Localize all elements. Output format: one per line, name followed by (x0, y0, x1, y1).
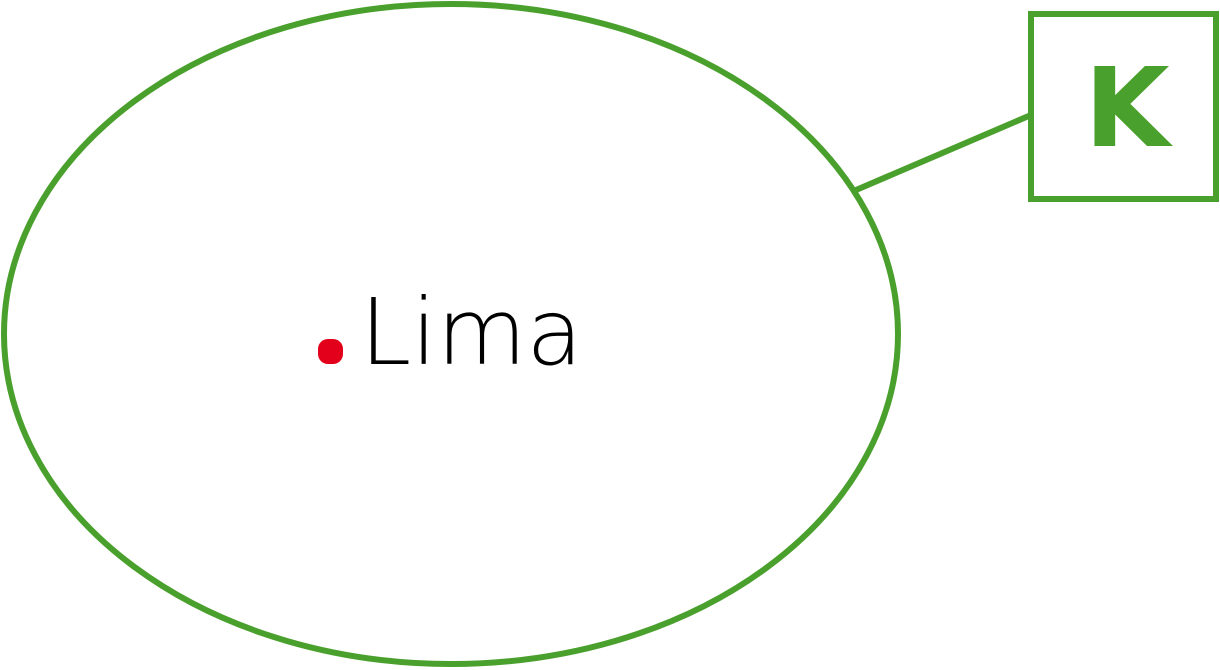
callout-key-box[interactable] (1028, 11, 1219, 202)
city-marker-dot[interactable] (318, 339, 343, 364)
city-label: Lima (360, 279, 583, 386)
region-outline (1, 1, 901, 667)
callout-key-letter: K (1084, 44, 1173, 172)
callout-leader-line (854, 112, 1033, 193)
